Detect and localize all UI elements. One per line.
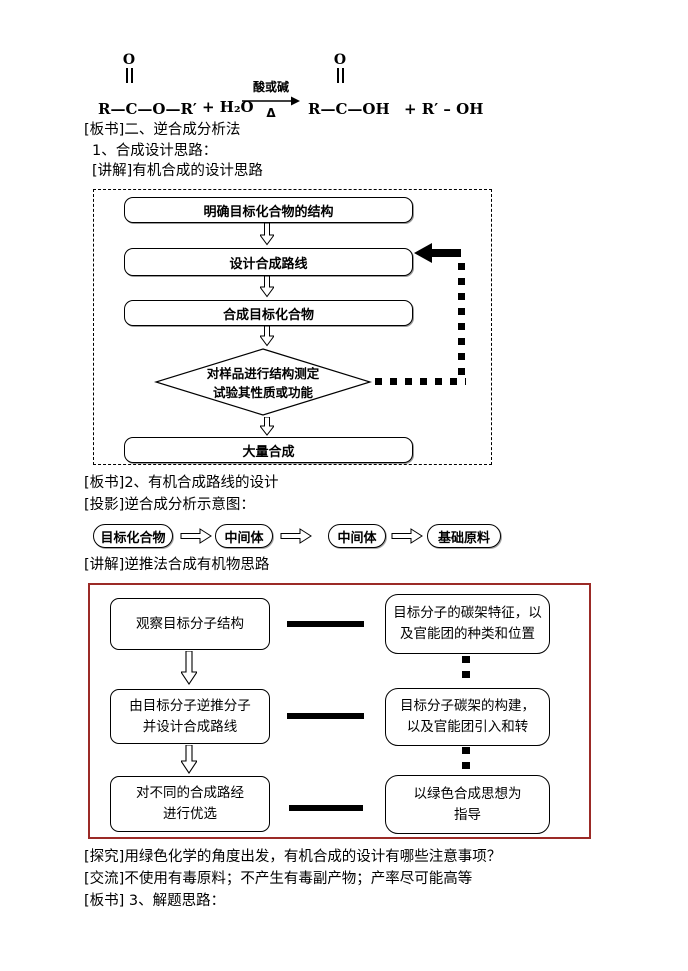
dotted-connector [462, 656, 470, 683]
down-arrow-icon [260, 417, 274, 436]
chain-node-target: 目标化合物 [93, 524, 173, 548]
lecture-line: [讲解]有机合成的设计思路 [92, 163, 263, 179]
retro-left-step-3: 对不同的合成路经 进行优选 [110, 776, 270, 832]
acid-structure: O R—C—OH [308, 52, 404, 120]
retro-right-note-1: 目标分子的碳架特征，以 及官能团的种类和位置 [385, 594, 550, 654]
lecture-line-2: [讲解]逆推法合成有机物思路 [84, 557, 270, 573]
feedback-dotted-horizontal [375, 378, 466, 385]
down-arrow-icon [181, 651, 197, 685]
board-title: [板书]二、逆合成分析法 [84, 122, 241, 138]
chain-node-intermediate-1: 中间体 [215, 524, 273, 548]
note-text: 指导 [454, 806, 481, 823]
link-bar [287, 621, 364, 627]
step-text: 并设计合成路线 [142, 718, 238, 735]
right-arrow-icon [242, 96, 300, 106]
flow-step-1: 明确目标化合物的结构 [124, 197, 413, 223]
plus-alcohol: + R′ – OH [404, 100, 484, 118]
decision-diamond: 对样品进行结构测定 试验其性质或功能 [153, 348, 373, 416]
plus-water: + H₂O [202, 98, 254, 116]
retro-analysis-box: 观察目标分子结构 由目标分子逆推分子 并设计合成路线 对不同的合成路经 进行优选… [88, 583, 591, 839]
retro-left-step-1: 观察目标分子结构 [110, 598, 270, 650]
ester-hydrolysis-equation: O R—C—O—R′ + H₂O 酸或碱 Δ O R—C—OH + R′ – O… [98, 52, 483, 120]
double-bond [126, 68, 133, 83]
decision-text-line1: 对样品进行结构测定 [206, 366, 320, 381]
retro-left-step-2: 由目标分子逆推分子 并设计合成路线 [110, 689, 270, 744]
note-text: 以及官能团引入和转 [406, 719, 529, 735]
feedback-dotted-vertical [458, 263, 465, 379]
note-text: 以绿色合成思想为 [413, 785, 522, 802]
step-text: 由目标分子逆推分子 [129, 697, 251, 714]
acid-formula-text: R—C—OH [308, 100, 390, 118]
decision-text-line2: 试验其性质或功能 [212, 385, 313, 400]
dotted-connector [462, 747, 470, 771]
retro-right-note-3: 以绿色合成思想为 指导 [385, 775, 550, 834]
diamond-shape [153, 348, 373, 416]
exchange-line: [交流]不使用有毒原料；不产生有毒副产物；产率尽可能高等 [84, 871, 473, 887]
item-line: 1、合成设计思路： [92, 143, 218, 159]
flow-step-4: 大量合成 [124, 437, 413, 463]
board-line-3: [板书] 3、解题思路： [84, 893, 226, 909]
reaction-condition-arrow: 酸或碱 Δ [242, 78, 300, 120]
note-text: 目标分子碳架的构建， [400, 698, 535, 715]
ester-structure: O R—C—O—R′ [98, 52, 216, 120]
board-line-2: [板书]2、有机合成路线的设计 [84, 475, 279, 491]
double-right-arrow-icon [180, 528, 212, 544]
chain-node-intermediate-2: 中间体 [328, 524, 386, 548]
step-text: 对不同的合成路经 [136, 785, 244, 802]
double-right-arrow-icon [280, 528, 312, 544]
link-bar [289, 805, 363, 811]
chain-node-raw-material: 基础原料 [427, 524, 501, 548]
projection-line: [投影]逆合成分析示意图： [84, 497, 255, 513]
condition-above: 酸或碱 [252, 80, 289, 94]
ester-formula-text: R—C—O—R′ [98, 100, 197, 118]
note-text: 目标分子的碳架特征，以 [393, 605, 542, 622]
condition-below: Δ [266, 106, 276, 120]
down-arrow-icon [260, 223, 274, 246]
carbonyl-oxygen: O [333, 52, 347, 68]
note-text: 及官能团的种类和位置 [400, 626, 535, 642]
down-arrow-icon [260, 276, 274, 298]
step-text: 观察目标分子结构 [136, 615, 244, 632]
inquiry-line: [探究]用绿色化学的角度出发，有机合成的设计有哪些注意事项？ [84, 849, 502, 865]
down-arrow-icon [260, 326, 274, 347]
synthesis-design-flowchart: 明确目标化合物的结构 设计合成路线 合成目标化合物 对样品进行结构测定 试验其性… [93, 189, 492, 465]
feedback-left-arrow-icon [414, 243, 461, 263]
down-arrow-icon [181, 745, 197, 774]
flow-step-3: 合成目标化合物 [124, 300, 413, 326]
flow-step-2: 设计合成路线 [124, 248, 413, 276]
link-bar [287, 713, 364, 719]
double-right-arrow-icon [391, 528, 423, 544]
carbonyl-oxygen: O [122, 52, 136, 68]
step-text: 进行优选 [163, 806, 217, 822]
retrosynthesis-chain: 目标化合物 中间体 中间体 基础原料 [93, 524, 503, 550]
double-bond [337, 68, 344, 83]
retro-right-note-2: 目标分子碳架的构建， 以及官能团引入和转 [385, 688, 550, 746]
